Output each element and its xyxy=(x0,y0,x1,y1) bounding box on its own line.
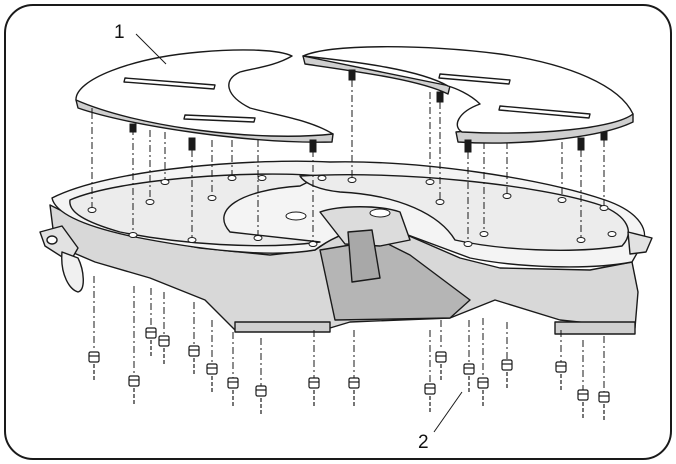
top-plate-left-half xyxy=(75,49,334,143)
plate-bolts xyxy=(91,69,608,153)
nut xyxy=(88,351,100,380)
callout-2: 2 xyxy=(418,391,463,453)
nut xyxy=(463,363,475,392)
callout-2-label: 2 xyxy=(418,432,429,453)
callout-2-leader xyxy=(433,391,463,433)
nut xyxy=(555,361,567,390)
base-frame-hook xyxy=(61,251,84,293)
nut xyxy=(501,359,513,388)
base-frame-front-left-flange xyxy=(234,321,331,333)
nut xyxy=(348,377,360,406)
base-frame-left-rim xyxy=(69,173,321,247)
top-plate-right-slot-1 xyxy=(438,73,511,85)
nut xyxy=(206,363,218,392)
base-frame-ear-hole xyxy=(46,235,58,245)
nut xyxy=(598,391,610,420)
nut xyxy=(128,375,140,404)
nut xyxy=(255,385,267,414)
top-plate-left-slot-2 xyxy=(183,114,256,123)
nut xyxy=(577,389,589,418)
nut xyxy=(308,377,320,406)
nut xyxy=(424,383,436,412)
callout-1: 1 xyxy=(114,22,167,65)
top-plate-right-half xyxy=(302,46,634,144)
nuts xyxy=(88,327,610,420)
nut xyxy=(188,345,200,374)
base-frame xyxy=(39,160,653,335)
top-plate-left-slot-1 xyxy=(123,77,216,90)
base-frame-front-right-flange xyxy=(554,321,636,335)
nut xyxy=(158,335,170,364)
callout-1-label: 1 xyxy=(114,22,125,43)
assembly-lines-upper xyxy=(91,80,605,242)
base-frame-left-ear xyxy=(39,225,79,263)
nut xyxy=(477,377,489,406)
base-frame-center-hub xyxy=(319,206,411,247)
top-plate-right-edge xyxy=(302,55,634,144)
base-frame-right-ear xyxy=(627,231,653,255)
assembly-lines-lower xyxy=(93,276,605,392)
nut xyxy=(435,351,447,380)
top-plate-right-slot-2 xyxy=(498,105,591,119)
callout-1-leader xyxy=(135,33,167,65)
base-frame-hub-post xyxy=(347,229,381,283)
base-frame-right-rim xyxy=(299,173,629,251)
top-plate-left-face xyxy=(75,49,334,137)
nut xyxy=(145,327,157,356)
nut xyxy=(227,377,239,406)
